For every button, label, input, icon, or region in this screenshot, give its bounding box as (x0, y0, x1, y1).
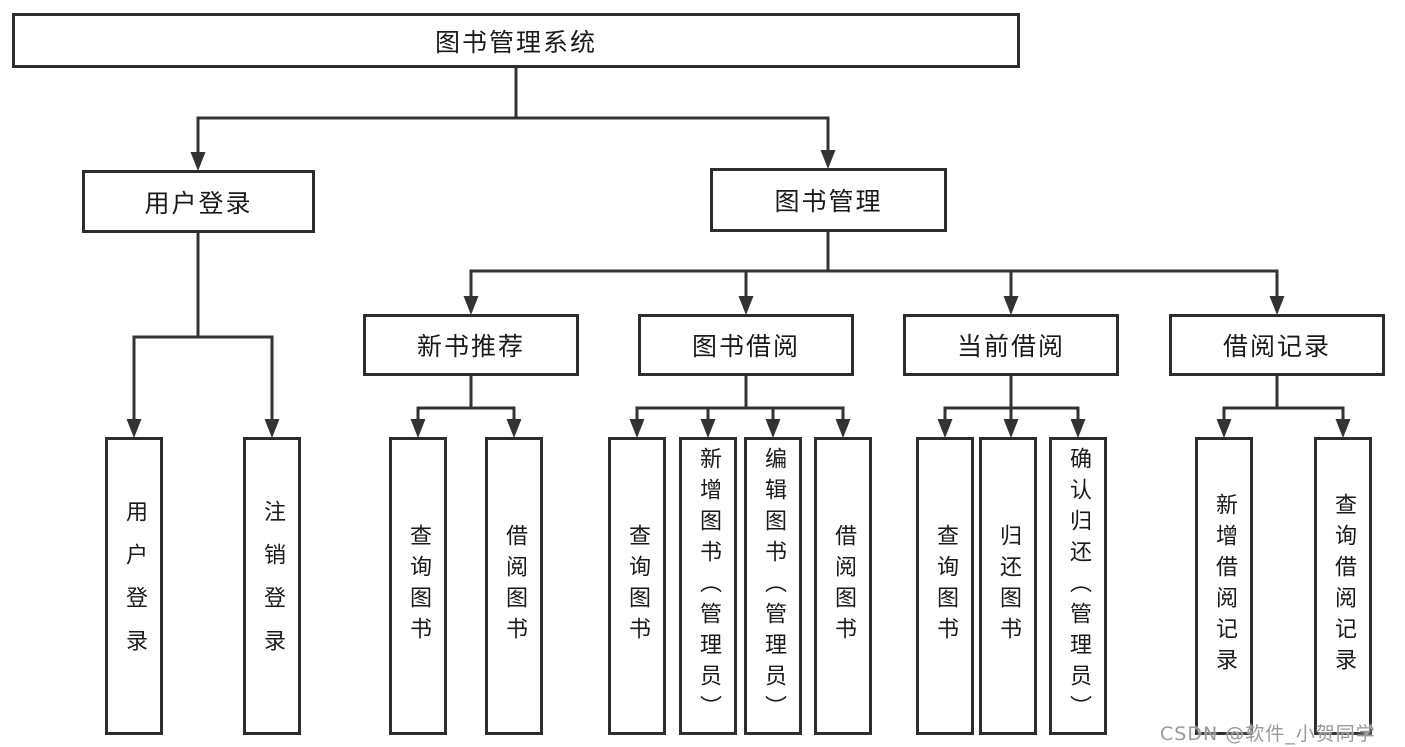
node-new-book-recommend: 新书推荐 (363, 314, 579, 376)
leaf-edit-book-admin: 编辑图书（管理员） (744, 437, 802, 735)
csdn-watermark: CSDN @软件_小贺同学 (1160, 723, 1376, 745)
leaf-borrow-books-recommend: 借阅图书 (485, 437, 543, 735)
leaf-user-login: 用户登录 (105, 437, 163, 735)
leaf-return-book: 归还图书 (979, 437, 1037, 735)
node-current-borrowing: 当前借阅 (903, 314, 1119, 376)
node-borrowing-records: 借阅记录 (1169, 314, 1385, 376)
leaf-add-borrow-record: 新增借阅记录 (1195, 437, 1253, 735)
node-book-management: 图书管理 (710, 168, 947, 232)
arrowheads (126, 150, 1351, 438)
leaf-query-books-recommend: 查询图书 (389, 437, 447, 735)
leaf-confirm-return-admin: 确认归还（管理员） (1049, 437, 1107, 735)
node-user-login: 用户登录 (82, 170, 315, 233)
node-root: 图书管理系统 (12, 13, 1020, 68)
leaf-query-borrow-record: 查询借阅记录 (1314, 437, 1372, 735)
leaf-borrow-books-borrowing: 借阅图书 (814, 437, 872, 735)
leaf-query-books-borrowing: 查询图书 (608, 437, 666, 735)
leaf-logout: 注销登录 (243, 437, 301, 735)
leaf-add-book-admin: 新增图书（管理员） (679, 437, 737, 735)
node-book-borrowing: 图书借阅 (638, 314, 854, 376)
leaf-query-books-current: 查询图书 (916, 437, 974, 735)
